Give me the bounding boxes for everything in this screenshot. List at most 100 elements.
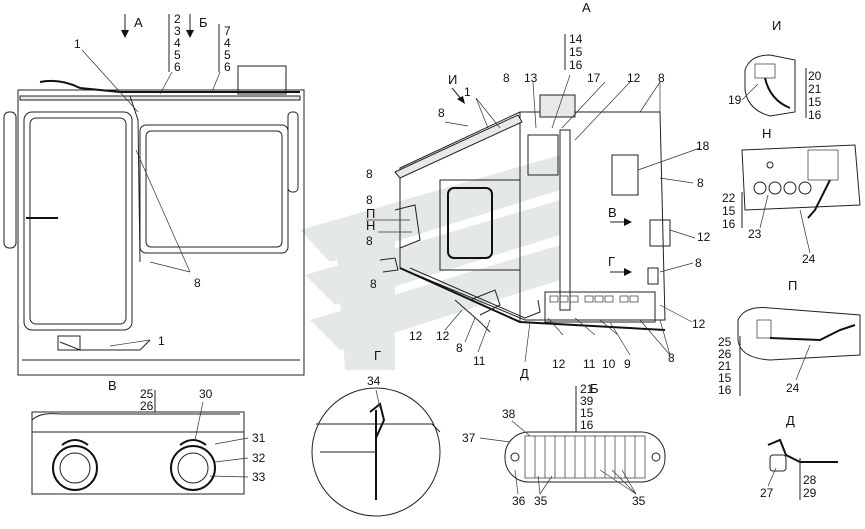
callout-31: 31 bbox=[252, 431, 266, 445]
callout-8-mid-left: 8 bbox=[366, 234, 373, 248]
view-b: Б 21 39 15 16 38 37 36 35 35 bbox=[462, 381, 666, 508]
callout-15-p: 15 bbox=[718, 371, 732, 385]
view-g-title: Г bbox=[374, 348, 381, 363]
callout-9: 9 bbox=[624, 357, 631, 371]
fuse-block bbox=[524, 435, 646, 479]
callout-17: 17 bbox=[587, 71, 601, 85]
callout-39: 39 bbox=[580, 394, 594, 408]
callout-21: 21 bbox=[808, 82, 822, 96]
view-n: Н 22 15 16 23 24 bbox=[722, 126, 861, 266]
callout-34: 34 bbox=[367, 374, 381, 388]
callout-7: 7 bbox=[224, 24, 231, 38]
callout-32: 32 bbox=[252, 451, 266, 465]
callout-5b: 5 bbox=[224, 48, 231, 62]
callout-15: 15 bbox=[569, 45, 583, 59]
view-arrow-g-label: Г bbox=[608, 254, 615, 269]
mark-d: Д bbox=[520, 366, 529, 381]
view-d: Д 27 28 29 bbox=[760, 413, 838, 500]
watermark-logo bbox=[300, 155, 560, 370]
callout-4: 4 bbox=[174, 36, 181, 50]
callout-8-right-b: 8 bbox=[695, 256, 702, 270]
view-g: Г 34 bbox=[311, 348, 441, 517]
callout-29: 29 bbox=[803, 486, 817, 500]
callout-27: 27 bbox=[760, 486, 774, 500]
arrow-down-icon bbox=[121, 14, 129, 38]
view-i-title: И bbox=[772, 18, 781, 33]
callout-20: 20 bbox=[808, 69, 822, 83]
left-view-labels: А Б 2 3 4 5 6 7 4 5 6 1 8 1 bbox=[74, 12, 231, 348]
callout-16-p: 16 bbox=[718, 383, 732, 397]
callout-14: 14 bbox=[569, 32, 583, 46]
view-v: В 25 26 30 31 32 33 bbox=[31, 378, 266, 495]
callout-21-b: 21 bbox=[580, 382, 594, 396]
callout-36: 36 bbox=[512, 494, 526, 508]
callout-8-bottom-right: 8 bbox=[668, 351, 675, 365]
view-i: И 20 21 15 16 19 bbox=[728, 18, 822, 122]
callout-25-p: 25 bbox=[718, 335, 732, 349]
callout-25-v: 25 bbox=[140, 387, 154, 401]
callout-8-left-b: 8 bbox=[366, 193, 373, 207]
main-view-labels: 14 15 16 1 8 13 17 12 8 8 8 18 8 12 8 12… bbox=[366, 32, 711, 371]
view-arrow-i-label: И bbox=[448, 72, 457, 87]
callout-33: 33 bbox=[252, 470, 266, 484]
arrow-diagonal-icon bbox=[451, 87, 465, 104]
view-p: П 25 26 21 15 16 24 bbox=[718, 278, 861, 397]
view-p-title: П bbox=[788, 278, 797, 293]
callout-26-p: 26 bbox=[718, 347, 732, 361]
view-arrow-v-label: В bbox=[608, 205, 617, 220]
view-v-title: В bbox=[108, 378, 117, 393]
view-b-title: Б bbox=[590, 381, 599, 396]
arrow-right-icon bbox=[610, 218, 632, 226]
callout-12-right-a: 12 bbox=[697, 230, 711, 244]
callout-8-left-c: 8 bbox=[370, 277, 377, 291]
callout-1-bottom: 1 bbox=[158, 334, 165, 348]
callout-2: 2 bbox=[174, 12, 181, 26]
callout-8-main-a: 8 bbox=[503, 71, 510, 85]
callout-1-main: 1 bbox=[464, 85, 471, 99]
callout-15-i: 15 bbox=[808, 95, 822, 109]
callout-8-left-top: 8 bbox=[438, 106, 445, 120]
main-view-a-title: А bbox=[582, 0, 591, 15]
callout-15-b: 15 bbox=[580, 406, 594, 420]
callout-22: 22 bbox=[722, 191, 736, 205]
callout-10: 10 bbox=[602, 357, 616, 371]
callout-26-v: 26 bbox=[140, 399, 154, 413]
cab-front-view bbox=[3, 49, 305, 376]
callout-6: 6 bbox=[174, 60, 181, 74]
callout-18: 18 bbox=[696, 139, 710, 153]
callout-8-right-a: 8 bbox=[697, 176, 704, 190]
callout-24-n: 24 bbox=[802, 252, 816, 266]
callout-38: 38 bbox=[502, 407, 516, 421]
view-arrow-b-label: Б bbox=[199, 15, 208, 30]
cab-isometric-view bbox=[379, 74, 701, 363]
callout-15-n: 15 bbox=[722, 204, 736, 218]
callout-13: 13 bbox=[524, 71, 538, 85]
callout-11-bottom-b: 11 bbox=[473, 354, 486, 368]
callout-8-top-right: 8 bbox=[658, 71, 665, 85]
callout-8-left: 8 bbox=[194, 276, 201, 290]
callout-28: 28 bbox=[803, 473, 817, 487]
callout-12-bottom-b: 12 bbox=[436, 329, 450, 343]
callout-8-left-mid: 8 bbox=[366, 167, 373, 181]
callout-4b: 4 bbox=[224, 36, 231, 50]
callout-23: 23 bbox=[748, 227, 762, 241]
callout-5: 5 bbox=[174, 48, 181, 62]
callout-8-bottom-a: 8 bbox=[456, 341, 463, 355]
callout-35-a: 35 bbox=[534, 494, 548, 508]
mark-n: Н bbox=[366, 218, 375, 233]
callout-19: 19 bbox=[728, 93, 742, 107]
callout-16-b: 16 bbox=[580, 418, 594, 432]
callout-16: 16 bbox=[569, 58, 583, 72]
callout-12-top: 12 bbox=[627, 71, 641, 85]
view-d-title: Д bbox=[786, 413, 795, 428]
callout-30: 30 bbox=[199, 387, 213, 401]
switch-row bbox=[549, 295, 639, 303]
callout-12-left-mid: 12 bbox=[409, 329, 423, 343]
arrow-down-icon bbox=[186, 14, 194, 38]
callout-35-b: 35 bbox=[632, 494, 646, 508]
callout-37: 37 bbox=[462, 431, 476, 445]
callout-16-n: 16 bbox=[722, 217, 736, 231]
callout-11-bottom-a: 11 bbox=[583, 357, 596, 371]
callout-12-bottom-a: 12 bbox=[552, 357, 566, 371]
mark-p: П bbox=[366, 206, 375, 221]
